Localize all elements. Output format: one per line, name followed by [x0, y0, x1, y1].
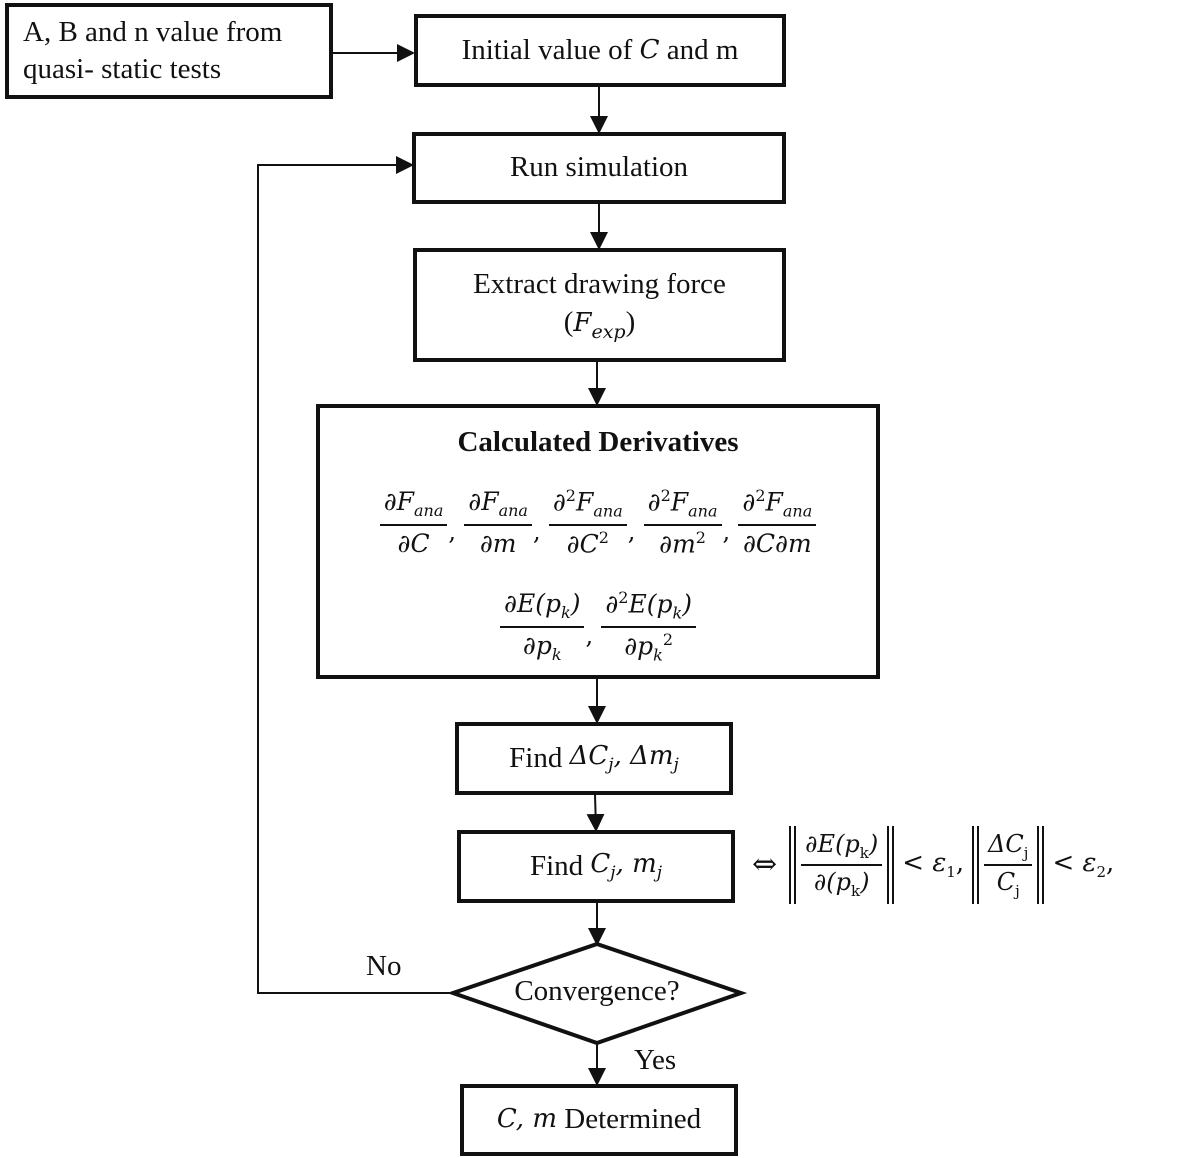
edge-label-yes: Yes — [634, 1044, 677, 1076]
force-symbol: F — [573, 307, 592, 338]
deriv-d2F-dC2: ∂2Fana ∂C2 — [548, 486, 627, 560]
derivatives-box: Calculated Derivatives ∂Fana ∂C , ∂Fana … — [316, 404, 880, 679]
deriv-d2F-dm2: ∂2Fana ∂m2 — [643, 486, 722, 560]
separator: , — [722, 517, 731, 546]
deriv-dE-dp: ∂E(pk) ∂pk — [500, 588, 585, 665]
edge-label-no: No — [366, 950, 402, 982]
force-subscript: exp — [591, 320, 626, 343]
initial-value-suffix: and m — [659, 33, 739, 66]
run-simulation-label: Run simulation — [509, 151, 689, 184]
extract-force-box: Extract drawing force (Fexp) — [413, 248, 786, 362]
determined-suffix: Determined — [557, 1103, 702, 1136]
arrow-convergence-no-loop — [257, 156, 455, 994]
epsilon2: < ε2, — [1052, 848, 1115, 882]
convergence-condition: ⇔ ∂E(pk) ∂(pk) < ε1, ΔCj Cj < ε2, — [752, 826, 1118, 904]
convergence-diamond — [446, 941, 748, 1046]
paren-close: ) — [625, 305, 636, 338]
separator: , — [627, 517, 636, 546]
norm-gradient: ∂E(pk) ∂(pk) — [789, 826, 895, 904]
initial-value-prefix: Initial value of — [461, 33, 640, 66]
deriv-dF-dC: ∂Fana ∂C — [379, 486, 448, 559]
find-cm-prefix: Find — [529, 849, 591, 882]
derivatives-row2: ∂E(pk) ∂pk , ∂2E(pk) ∂pk2 — [320, 588, 876, 670]
find-delta-box: Find ΔCj, Δmj — [455, 722, 733, 795]
initial-value-box: Initial value of C and m — [414, 14, 786, 87]
extract-force-line1: Extract drawing force — [473, 268, 726, 301]
arrow-find-delta-to-find-cm — [586, 793, 605, 832]
iff-symbol: ⇔ — [752, 847, 778, 883]
deriv-dF-dm: ∂Fana ∂m — [464, 486, 532, 559]
find-cm-expr: Cj, mj — [590, 849, 663, 884]
gradient-fraction: ∂E(pk) ∂(pk) — [801, 830, 883, 900]
determined-expr: C, m — [496, 1104, 557, 1135]
initial-value-var-c: C — [639, 34, 660, 65]
input-params-line1: A, B and n value from — [23, 15, 283, 48]
norm-delta-ratio: ΔCj Cj — [972, 826, 1045, 904]
separator: , — [532, 517, 541, 546]
derivatives-row1: ∂Fana ∂C , ∂Fana ∂m , ∂2Fana ∂C2 , ∂2Fan… — [320, 486, 876, 560]
deriv-d2E-dp2: ∂2E(pk) ∂pk2 — [601, 588, 696, 666]
delta-ratio-fraction: ΔCj Cj — [984, 830, 1033, 900]
convergence-label: Convergence? — [514, 975, 680, 1007]
input-params-line2: quasi- static tests — [23, 53, 222, 85]
run-simulation-box: Run simulation — [412, 132, 786, 204]
determined-box: C, m Determined — [460, 1084, 738, 1156]
input-params-box: A, B and n value from quasi- static test… — [5, 3, 333, 99]
find-delta-expr: ΔCj, Δmj — [569, 741, 679, 776]
paren-open: ( — [563, 305, 574, 338]
separator: , — [585, 621, 594, 650]
deriv-d2F-dCdm: ∂2Fana ∂C∂m — [738, 486, 817, 560]
separator: , — [448, 517, 457, 546]
find-cm-box: Find Cj, mj — [457, 830, 735, 903]
epsilon1: < ε1, — [902, 848, 965, 882]
extract-force-symbol: (Fexp) — [473, 304, 726, 344]
derivatives-title: Calculated Derivatives — [457, 426, 739, 458]
find-delta-prefix: Find — [509, 741, 570, 774]
